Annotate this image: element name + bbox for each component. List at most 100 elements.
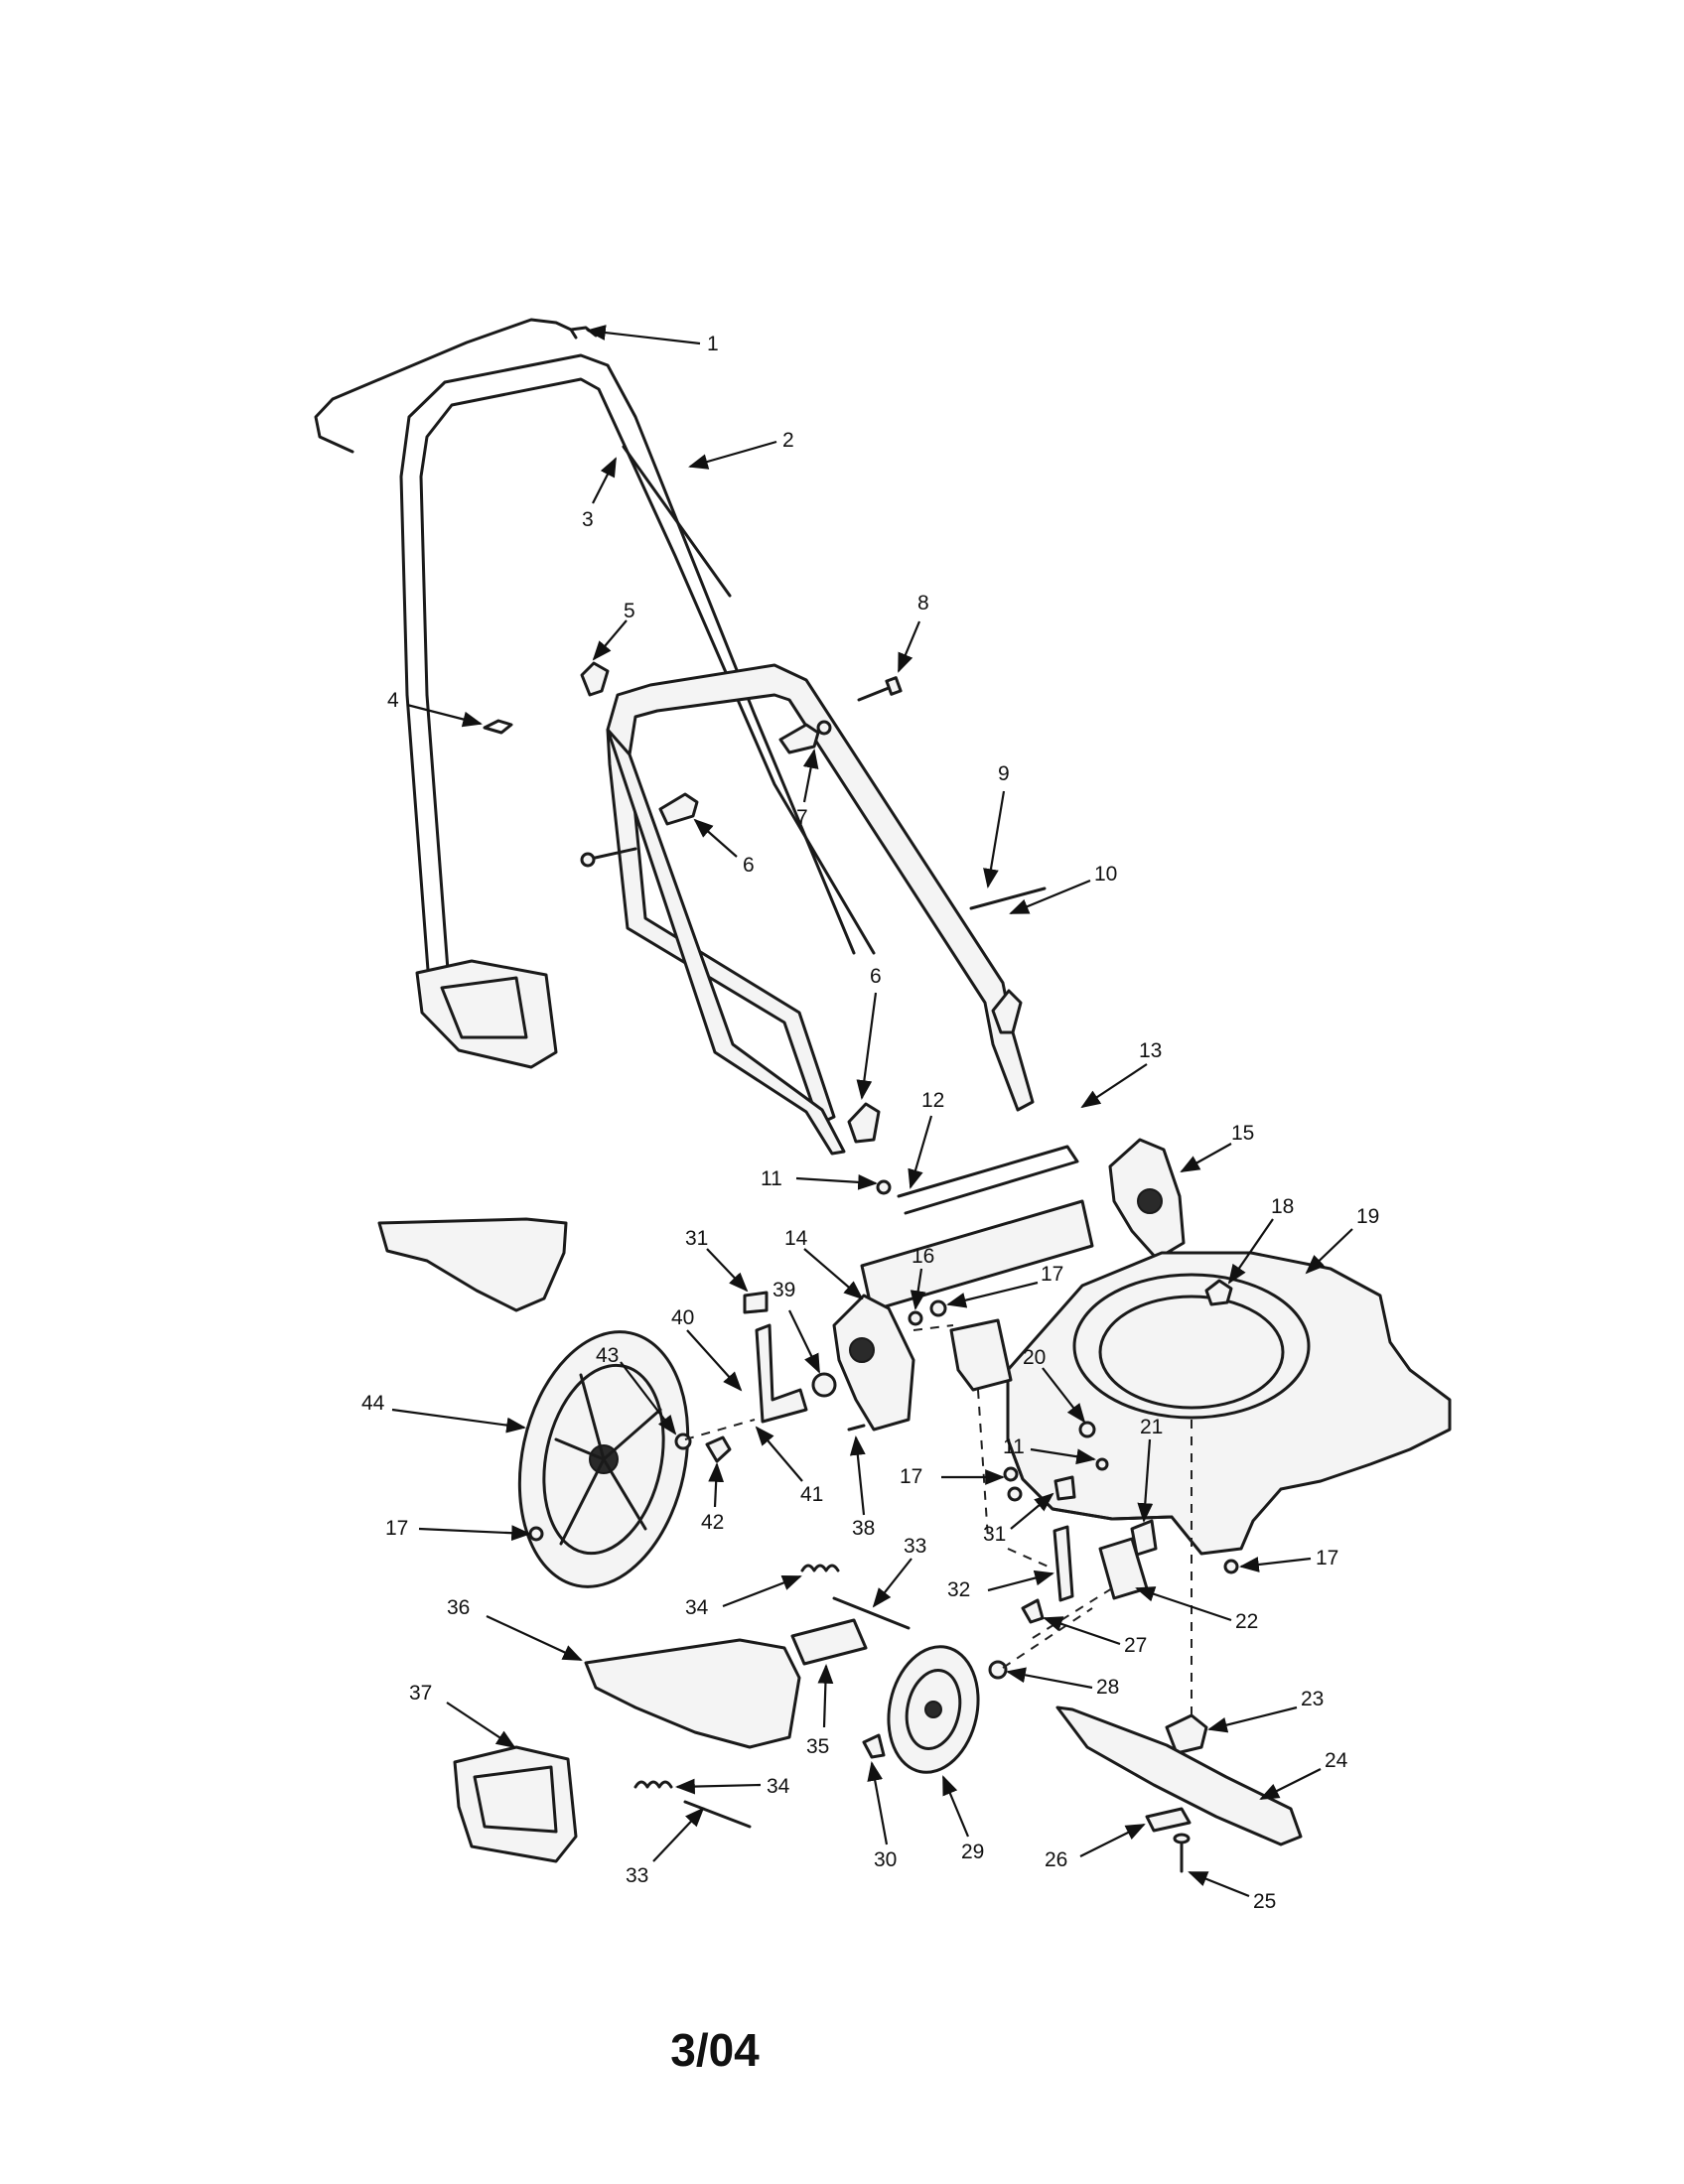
leader-29 bbox=[941, 1775, 970, 1838]
part-6-lower-knob bbox=[847, 1102, 881, 1144]
leader-15 bbox=[1180, 1143, 1232, 1172]
leader-19 bbox=[1305, 1228, 1353, 1275]
part-37-bag-frame bbox=[453, 1745, 578, 1863]
part-33-rod-a bbox=[832, 1596, 911, 1630]
part-29-hub bbox=[924, 1701, 942, 1718]
callout-34a: 34 bbox=[685, 1596, 709, 1619]
callout-39: 39 bbox=[772, 1279, 795, 1301]
leader-38 bbox=[849, 1435, 866, 1516]
leader-43 bbox=[620, 1361, 677, 1435]
callout-22: 22 bbox=[1235, 1610, 1258, 1633]
leader-36 bbox=[486, 1615, 583, 1661]
part-25-bolt-head bbox=[1173, 1833, 1191, 1844]
callout-8: 8 bbox=[917, 592, 929, 614]
callout-5: 5 bbox=[624, 600, 635, 622]
callout-7: 7 bbox=[796, 806, 808, 829]
assembly-line-d bbox=[1007, 1548, 1053, 1570]
leader-39 bbox=[788, 1309, 820, 1374]
part-17-nut-e bbox=[528, 1526, 544, 1542]
leader-lines bbox=[391, 325, 1353, 1898]
part-8-bolt-head bbox=[885, 676, 903, 696]
part-2-upper-handle-inner bbox=[419, 377, 876, 1024]
part-33-rod-b bbox=[683, 1800, 752, 1829]
leader-26 bbox=[1079, 1824, 1146, 1857]
callout-12: 12 bbox=[921, 1089, 944, 1112]
assembly-line-g bbox=[1002, 1607, 1093, 1669]
leader-33b bbox=[652, 1807, 705, 1862]
deck-side-plate bbox=[949, 1318, 1013, 1392]
part-17-nut-d bbox=[1223, 1559, 1239, 1574]
part-24-blade bbox=[1055, 1706, 1303, 1846]
leader-44 bbox=[391, 1408, 526, 1433]
leader-1 bbox=[586, 325, 701, 345]
part-17-nut-c bbox=[1007, 1486, 1023, 1502]
leader-40 bbox=[686, 1329, 743, 1392]
leader-16 bbox=[910, 1268, 926, 1310]
part-39-washer bbox=[811, 1372, 837, 1398]
part-7-washer bbox=[816, 720, 832, 736]
callout-31a: 31 bbox=[685, 1227, 708, 1250]
part-31-spacer bbox=[743, 1291, 769, 1314]
callout-17d: 17 bbox=[1316, 1547, 1338, 1570]
callout-2: 2 bbox=[782, 429, 794, 452]
leader-33a bbox=[872, 1558, 912, 1608]
part-43-nut bbox=[674, 1433, 692, 1450]
part-36-rear-flap bbox=[584, 1638, 801, 1749]
callout-20: 20 bbox=[1023, 1346, 1046, 1369]
leader-30 bbox=[867, 1761, 889, 1845]
leader-17a bbox=[946, 1281, 1039, 1308]
leader-21 bbox=[1137, 1438, 1154, 1523]
callout-17c: 17 bbox=[900, 1465, 922, 1488]
part-7-knob bbox=[778, 723, 820, 754]
part-11-screw bbox=[876, 1179, 892, 1195]
part-38-bolt bbox=[847, 1424, 866, 1432]
leader-11b bbox=[1030, 1447, 1096, 1465]
leader-28 bbox=[1006, 1667, 1093, 1690]
callout-19: 19 bbox=[1356, 1205, 1379, 1228]
leader-37 bbox=[446, 1702, 516, 1749]
callout-28: 28 bbox=[1096, 1676, 1119, 1699]
leader-20 bbox=[1042, 1367, 1086, 1424]
part-45-rear-deflector bbox=[377, 1217, 568, 1312]
part-6-bolt-head bbox=[580, 852, 596, 868]
callout-18: 18 bbox=[1271, 1195, 1294, 1218]
part-6-bolt bbox=[589, 847, 637, 861]
callout-25: 25 bbox=[1253, 1890, 1276, 1913]
callout-43: 43 bbox=[596, 1344, 619, 1367]
part-32-axle-bracket bbox=[1052, 1525, 1074, 1602]
part-2-upper-handle bbox=[399, 353, 856, 1024]
leader-12 bbox=[908, 1115, 933, 1189]
part-4-clip bbox=[483, 719, 513, 735]
part-11-screw-b bbox=[1095, 1457, 1109, 1471]
part-15-gear bbox=[1137, 1188, 1163, 1214]
leader-25 bbox=[1188, 1870, 1250, 1898]
callout-30: 30 bbox=[874, 1848, 897, 1871]
callout-11a: 11 bbox=[761, 1167, 782, 1190]
leader-17b bbox=[418, 1525, 531, 1542]
callout-42: 42 bbox=[701, 1511, 724, 1534]
leader-41 bbox=[755, 1426, 803, 1482]
callout-24: 24 bbox=[1325, 1749, 1348, 1772]
part-20-washer bbox=[1078, 1421, 1096, 1438]
callout-4: 4 bbox=[387, 689, 399, 712]
date-code: 3/04 bbox=[670, 2024, 760, 2076]
leader-34a bbox=[722, 1574, 802, 1608]
part-30-bolt bbox=[862, 1733, 886, 1759]
leader-4 bbox=[406, 703, 483, 728]
leader-32 bbox=[987, 1570, 1054, 1592]
part-44-spokes bbox=[554, 1373, 662, 1546]
assembly-line-a bbox=[912, 1324, 954, 1331]
callout-21: 21 bbox=[1140, 1416, 1163, 1438]
part-40-axle-bracket bbox=[755, 1323, 808, 1424]
leader-9 bbox=[983, 790, 1006, 888]
callout-3: 3 bbox=[582, 508, 594, 531]
leader-27 bbox=[1043, 1616, 1121, 1646]
part-drawings bbox=[314, 318, 1452, 1873]
callout-17a: 17 bbox=[1041, 1263, 1063, 1286]
part-18-motor-mount bbox=[1204, 1279, 1233, 1306]
part-5-wing-nut bbox=[580, 661, 610, 697]
part-9-rod bbox=[969, 887, 1047, 910]
leader-18 bbox=[1227, 1218, 1274, 1285]
part-46-door-window bbox=[440, 976, 528, 1039]
